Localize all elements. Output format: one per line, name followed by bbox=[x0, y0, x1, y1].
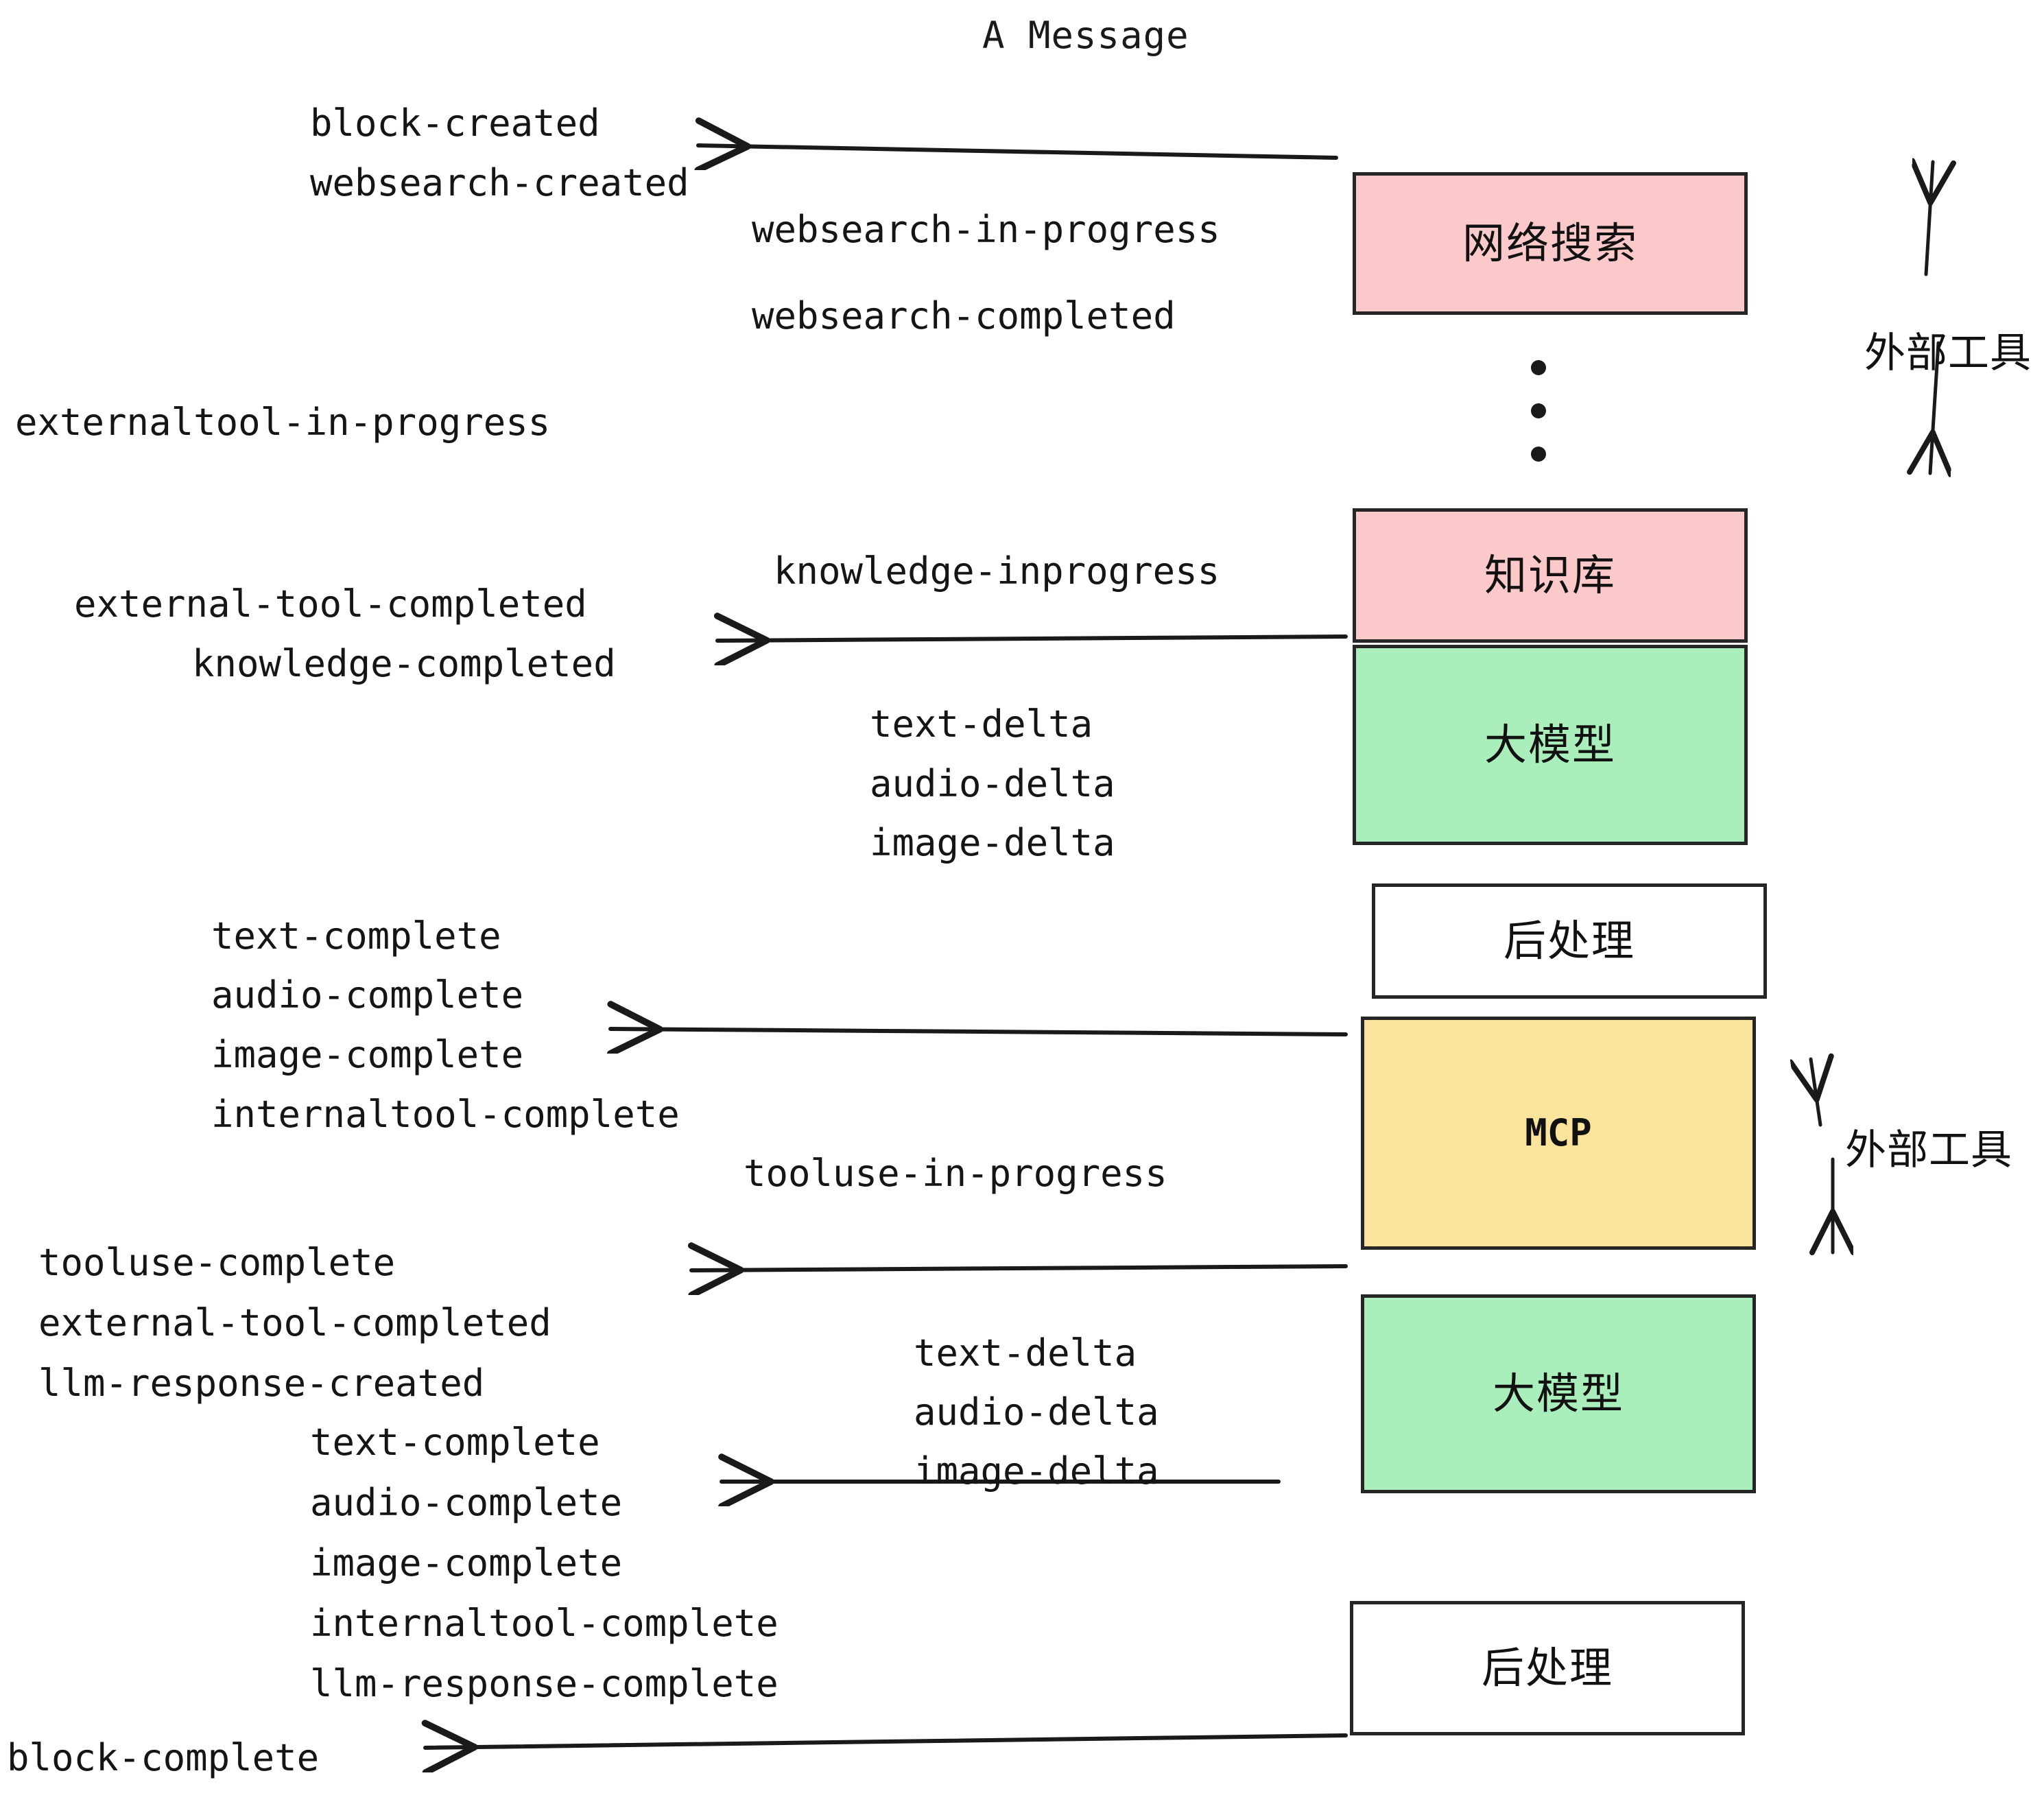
event-label-knowledge-completed: knowledge-completed bbox=[192, 642, 616, 685]
event-label-internaltool-complete-2: internaltool-complete bbox=[310, 1602, 779, 1645]
event-label-block-complete: block-complete bbox=[7, 1736, 320, 1779]
event-label-websearch-created: websearch-created bbox=[310, 161, 689, 204]
component-box-label: 知识库 bbox=[1484, 550, 1616, 600]
component-box-4: MCP bbox=[1361, 1017, 1756, 1250]
component-box-label: MCP bbox=[1525, 1111, 1592, 1154]
component-box-2: 大模型 bbox=[1353, 645, 1748, 845]
event-label-audio-complete-1: audio-complete bbox=[211, 973, 524, 1017]
event-label-llm-response-created: llm-response-created bbox=[38, 1362, 485, 1405]
page-title: A Message bbox=[982, 14, 1189, 57]
component-box-5: 大模型 bbox=[1361, 1294, 1756, 1493]
component-box-6: 后处理 bbox=[1350, 1601, 1745, 1735]
event-label-image-complete-2: image-complete bbox=[310, 1541, 623, 1585]
event-label-image-complete-1: image-complete bbox=[211, 1033, 524, 1076]
event-label-audio-complete-2: audio-complete bbox=[310, 1481, 623, 1524]
component-box-label: 后处理 bbox=[1503, 916, 1635, 966]
component-box-0: 网络搜索 bbox=[1353, 172, 1748, 315]
arrow-knowledge-to-left bbox=[717, 637, 1348, 641]
event-label-text-delta-1: text-delta bbox=[870, 702, 1093, 746]
ellipsis-dot-0 bbox=[1531, 360, 1546, 375]
event-label-block-created: block-created bbox=[310, 102, 600, 145]
external-tool-group-label-0: 外部工具 bbox=[1864, 329, 2032, 377]
component-box-label: 大模型 bbox=[1492, 1368, 1624, 1419]
arrow-llm1-to-left bbox=[610, 1029, 1348, 1034]
event-label-text-delta-2: text-delta bbox=[914, 1331, 1137, 1375]
event-label-text-complete-2: text-complete bbox=[310, 1421, 600, 1464]
component-box-1: 知识库 bbox=[1353, 508, 1748, 643]
event-label-externaltool-in-progress: externaltool-in-progress bbox=[15, 401, 551, 444]
event-label-tooluse-complete: tooluse-complete bbox=[38, 1241, 396, 1284]
event-label-websearch-completed: websearch-completed bbox=[752, 294, 1176, 337]
arrow-websearch-to-left bbox=[698, 145, 1338, 158]
component-box-label: 网络搜索 bbox=[1462, 218, 1638, 268]
event-label-text-complete-1: text-complete bbox=[211, 914, 501, 958]
event-label-tooluse-in-progress: tooluse-in-progress bbox=[744, 1152, 1167, 1195]
external-tool-up-arrow-1 bbox=[1811, 1059, 1820, 1127]
arrow-mcp-to-left bbox=[691, 1266, 1348, 1270]
event-label-external-tool-completed-2: external-tool-completed bbox=[38, 1301, 551, 1344]
event-label-audio-delta-2: audio-delta bbox=[914, 1390, 1159, 1434]
event-label-audio-delta-1: audio-delta bbox=[870, 762, 1115, 805]
event-label-external-tool-completed-1: external-tool-completed bbox=[74, 582, 587, 626]
event-label-knowledge-inprogress: knowledge-inprogress bbox=[774, 549, 1220, 593]
event-label-internaltool-complete-1: internaltool-complete bbox=[211, 1093, 680, 1136]
ellipsis-dot-1 bbox=[1531, 403, 1546, 418]
component-box-label: 后处理 bbox=[1481, 1643, 1613, 1693]
external-tool-group-label-1: 外部工具 bbox=[1845, 1126, 2012, 1174]
component-box-label: 大模型 bbox=[1484, 720, 1616, 770]
event-label-image-delta-2: image-delta bbox=[914, 1449, 1159, 1493]
ellipsis-dot-2 bbox=[1531, 447, 1546, 462]
event-label-websearch-in-progress: websearch-in-progress bbox=[752, 208, 1220, 251]
event-label-image-delta-1: image-delta bbox=[870, 821, 1115, 864]
arrow-post-to-blockdone bbox=[425, 1735, 1348, 1748]
external-tool-up-arrow-0 bbox=[1926, 162, 1933, 276]
event-label-llm-response-complete: llm-response-complete bbox=[310, 1662, 779, 1705]
component-box-3: 后处理 bbox=[1372, 883, 1767, 999]
